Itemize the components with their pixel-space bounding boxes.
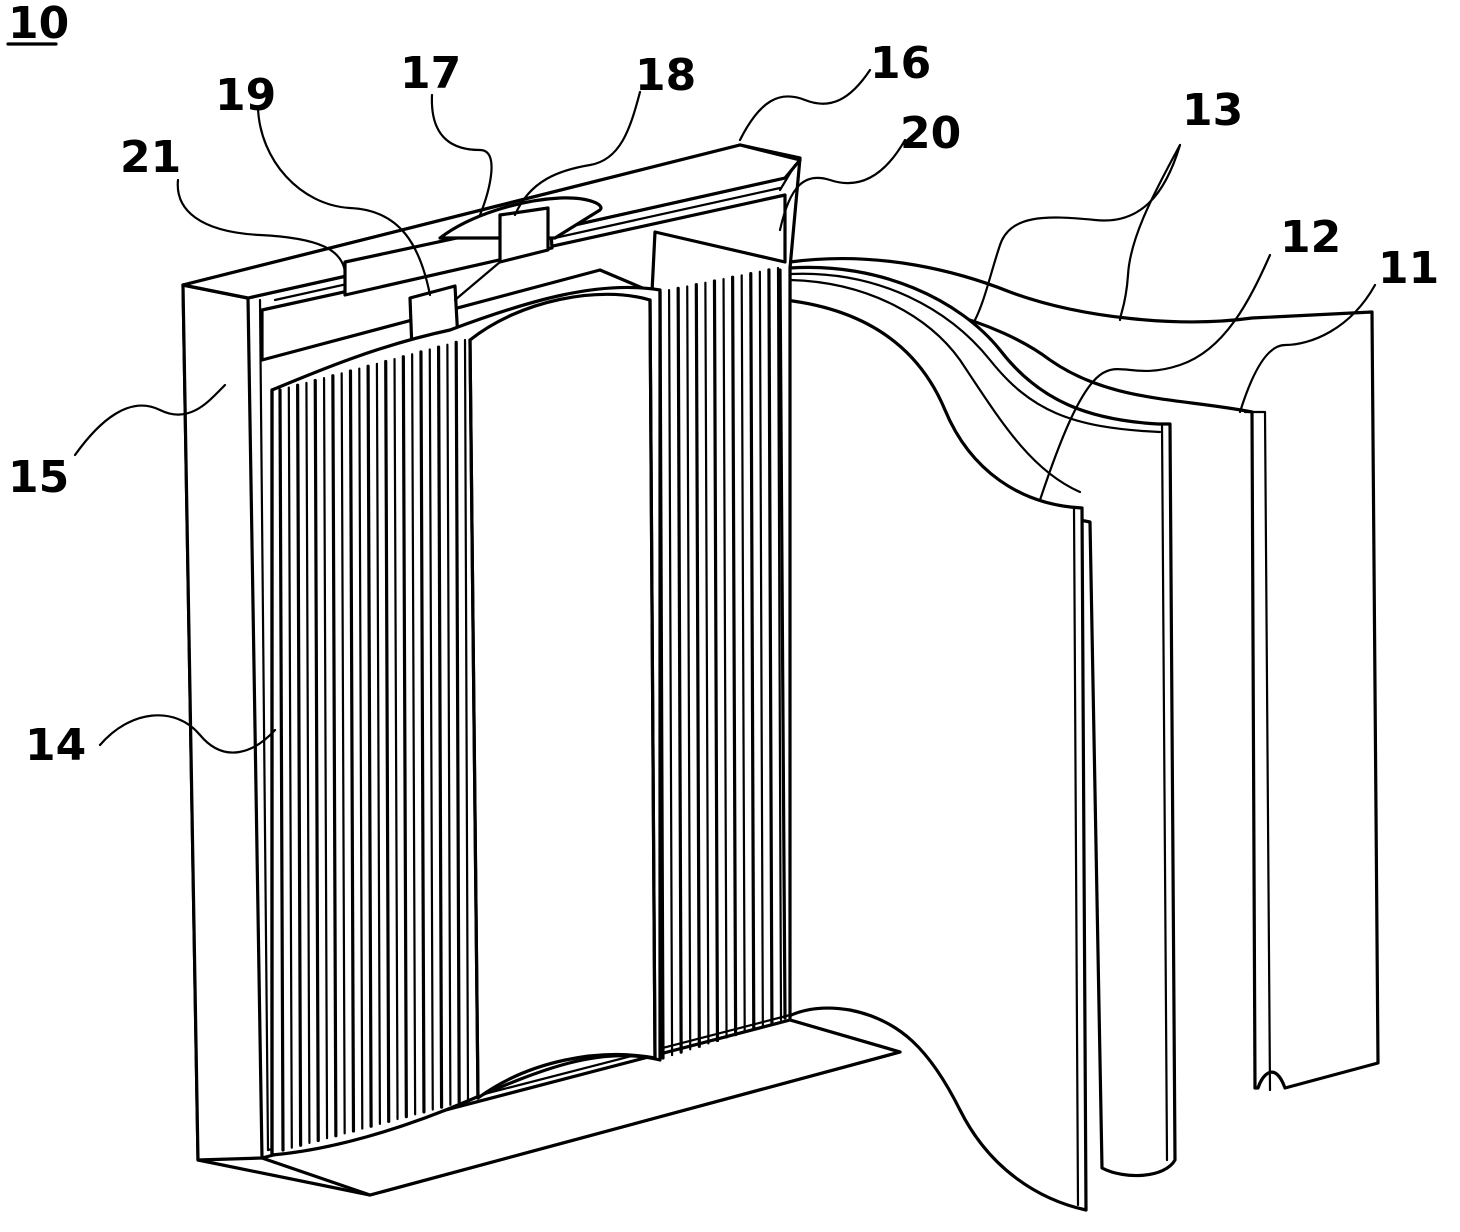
label-14: 14 xyxy=(25,720,86,771)
label-21: 21 xyxy=(120,132,181,183)
label-16: 16 xyxy=(870,38,931,89)
label-18: 18 xyxy=(635,50,696,101)
label-11: 11 xyxy=(1378,243,1439,294)
figure-number: 10 xyxy=(8,0,69,49)
label-20: 20 xyxy=(900,108,961,159)
label-13: 13 xyxy=(1182,85,1243,136)
label-19: 19 xyxy=(215,70,276,121)
label-15: 15 xyxy=(8,452,69,503)
label-12: 12 xyxy=(1280,212,1341,263)
label-17: 17 xyxy=(400,48,461,99)
